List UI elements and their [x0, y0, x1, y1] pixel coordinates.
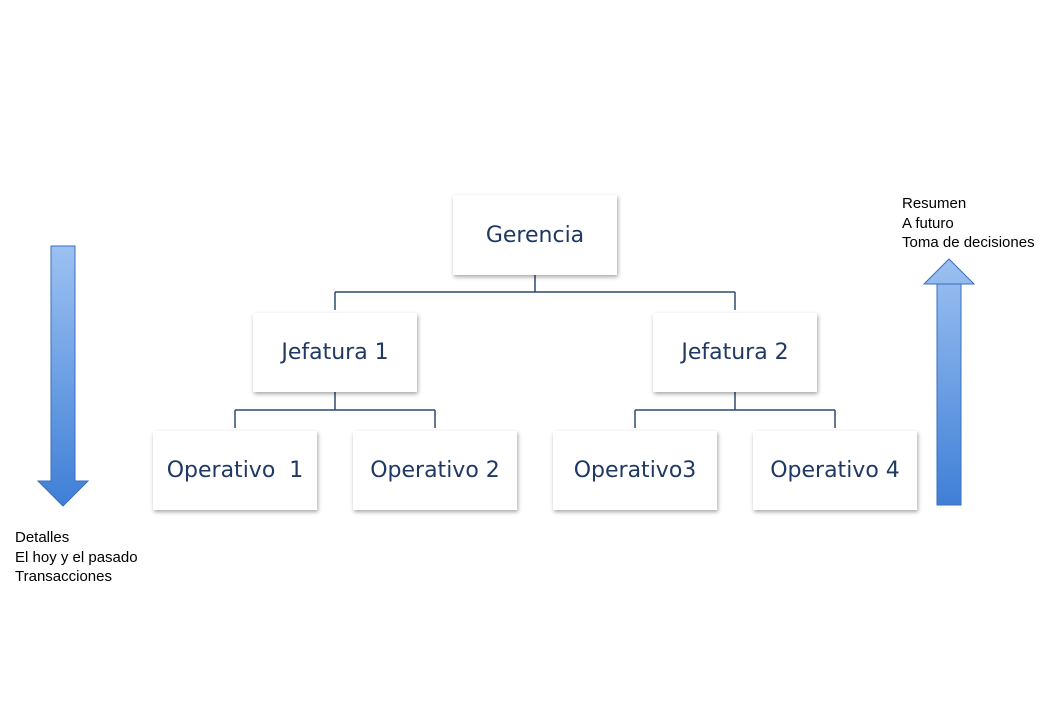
node-jefatura-2: Jefatura 2: [653, 313, 817, 392]
node-gerencia: Gerencia: [453, 195, 617, 275]
note-resumen: Resumen: [902, 195, 967, 212]
node-operativo-1: Operativo 1: [153, 431, 317, 510]
down-arrow-notes: Detalles El hoy y el pasado Transaccione…: [15, 528, 138, 587]
note-toma-decisiones: Toma de decisiones: [902, 234, 1035, 251]
node-operativo-2: Operativo 2: [353, 431, 517, 510]
node-operativo-3: Operativo3: [553, 431, 717, 510]
note-a-futuro: A futuro: [902, 214, 954, 232]
note-transacciones: Transacciones: [15, 568, 112, 585]
node-jefatura-1: Jefatura 1: [253, 313, 417, 392]
note-detalles: Detalles: [15, 529, 70, 546]
up-arrow-notes: Resumen A futuro Toma de decisiones: [902, 194, 1035, 253]
node-operativo-4: Operativo 4: [753, 431, 917, 510]
note-hoy-pasado: El hoy y el pasado: [15, 548, 138, 566]
